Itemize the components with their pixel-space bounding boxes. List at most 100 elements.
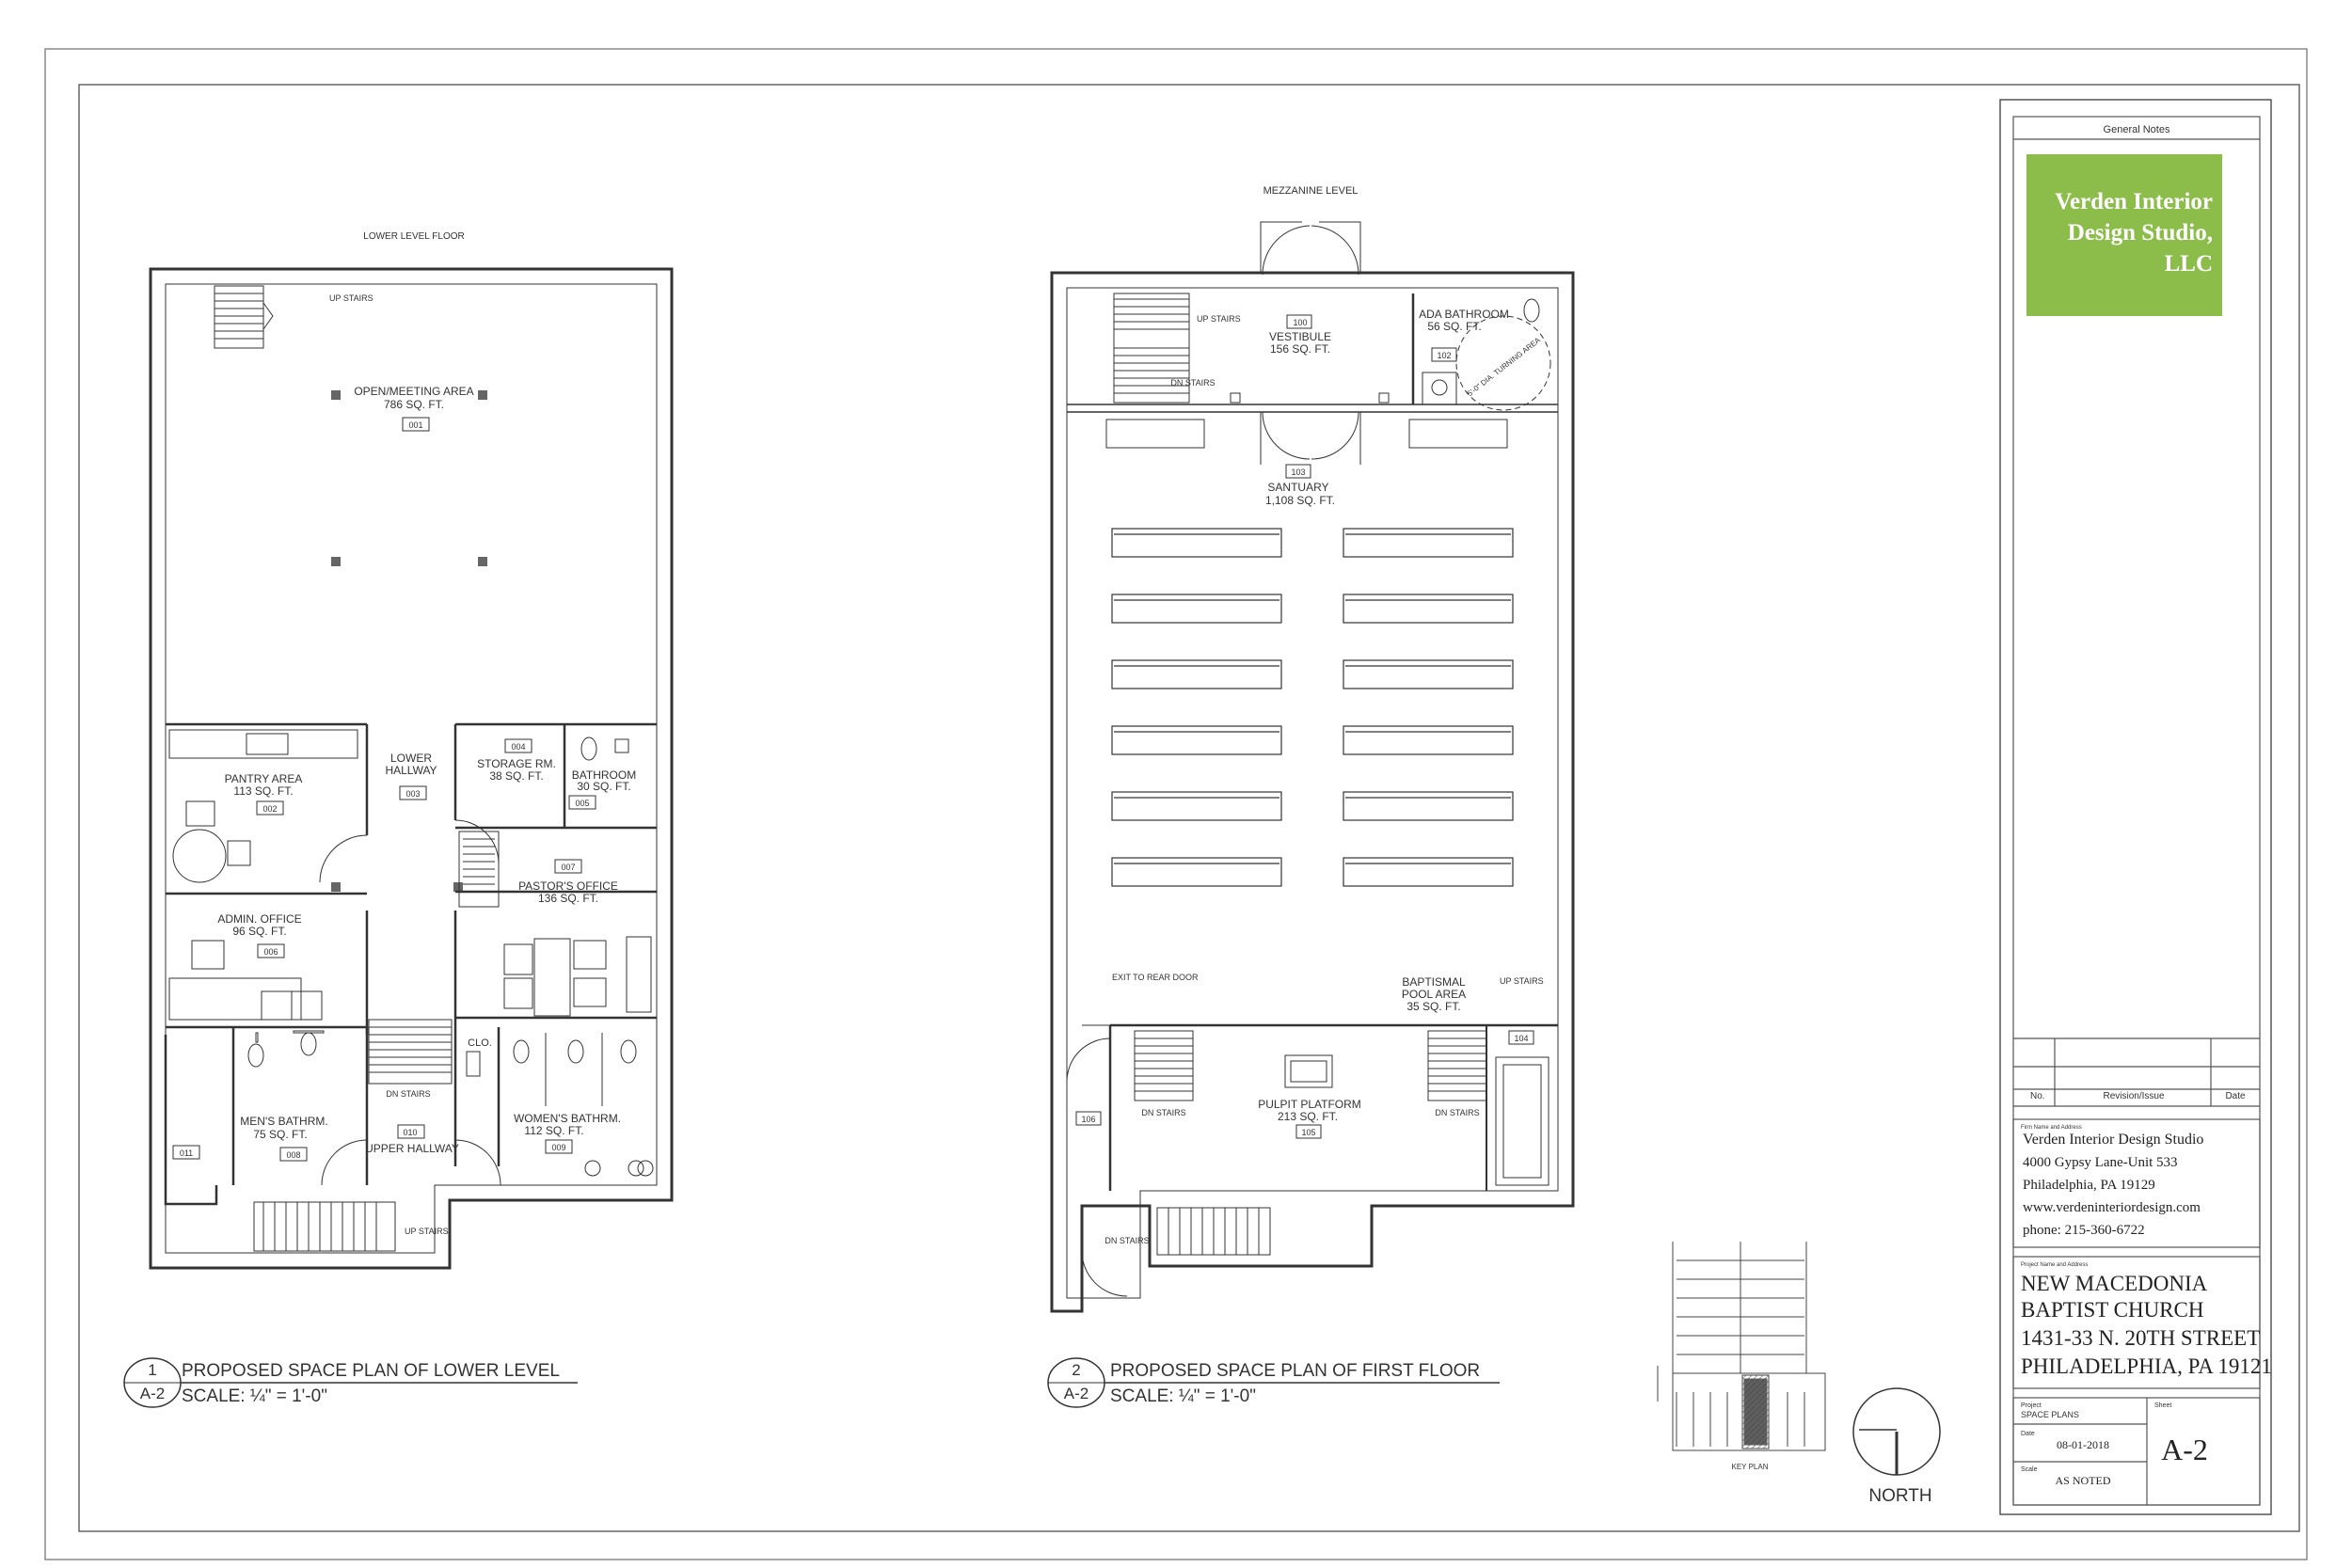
svg-text:213 SQ. FT.: 213 SQ. FT. <box>1278 1110 1338 1123</box>
svg-text:006: 006 <box>263 947 278 957</box>
sheet-scale: AS NOTED <box>2056 1474 2111 1487</box>
svg-text:30 SQ. FT.: 30 SQ. FT. <box>577 780 630 793</box>
svg-text:A-2: A-2 <box>140 1385 165 1402</box>
svg-text:136 SQ. FT.: 136 SQ. FT. <box>538 892 598 905</box>
lower-columns <box>331 390 487 892</box>
svg-text:113 SQ. FT.: 113 SQ. FT. <box>233 784 293 798</box>
project-name: NEW MACEDONIA <box>2021 1272 2208 1295</box>
svg-text:A-2: A-2 <box>1064 1385 1089 1402</box>
svg-text:010: 010 <box>403 1128 417 1137</box>
plan1-scale: SCALE: ¼" = 1'-0" <box>182 1386 327 1406</box>
plan1-header: LOWER LEVEL FLOOR <box>363 231 464 242</box>
svg-text:UP STAIRS: UP STAIRS <box>1197 314 1241 324</box>
svg-text:4000 Gypsy Lane-Unit 533: 4000 Gypsy Lane-Unit 533 <box>2023 1155 2178 1170</box>
svg-text:001: 001 <box>408 420 422 430</box>
svg-text:005: 005 <box>575 799 589 808</box>
room-baptismal: BAPTISMAL <box>1402 975 1466 989</box>
project-type: SPACE PLANS <box>2021 1410 2079 1419</box>
svg-text:56 SQ. FT.: 56 SQ. FT. <box>1427 320 1481 333</box>
svg-text:HALLWAY: HALLWAY <box>385 764 437 777</box>
first-floor-room-tags <box>1075 314 1534 1139</box>
room-011-tag: 011 <box>180 1148 193 1158</box>
rev-issue-label: Revision/Issue <box>2103 1091 2164 1101</box>
svg-text:Project Name and Address: Project Name and Address <box>2021 1262 2088 1268</box>
svg-text:105: 105 <box>1301 1128 1315 1137</box>
pulpit-stairs-left <box>1134 1030 1194 1101</box>
room-mens-bathroom: MEN'S BATHRM. <box>240 1115 327 1128</box>
svg-text:1,108 SQ. FT.: 1,108 SQ. FT. <box>1265 494 1335 507</box>
general-notes-label: General Notes <box>2104 124 2170 135</box>
room-pastors-office: PASTOR'S OFFICE <box>518 879 618 893</box>
room-storage: STORAGE RM. <box>477 757 556 770</box>
first-floor-labels: 100 VESTIBULE 156 SQ. FT. ADA BATHROOM 5… <box>1081 308 1543 1245</box>
svg-text:156 SQ. FT.: 156 SQ. FT. <box>1270 342 1330 356</box>
lower-top-stairs <box>214 285 274 349</box>
firm-name: Verden Interior Design Studio <box>2023 1132 2203 1148</box>
room-vestibule: VESTIBULE <box>1269 330 1331 343</box>
svg-text:103: 103 <box>1291 467 1305 477</box>
svg-text:009: 009 <box>551 1143 565 1152</box>
room-open-meeting: OPEN/MEETING AREA <box>354 385 473 398</box>
svg-text:1: 1 <box>148 1361 156 1379</box>
svg-text:DN STAIRS: DN STAIRS <box>386 1089 430 1099</box>
north-arrow: NORTH <box>1852 1387 1941 1506</box>
sheet-date: 08-01-2018 <box>2057 1438 2109 1451</box>
first-floor-plan: MEZZANINE LEVEL <box>1050 185 1575 1313</box>
lower-room-tags <box>172 417 596 1162</box>
key-plan-label: KEY PLAN <box>1732 1463 1769 1471</box>
svg-text:008: 008 <box>286 1150 300 1160</box>
pantry-fixtures <box>168 729 358 883</box>
plan1-title: PROPOSED SPACE PLAN OF LOWER LEVEL <box>182 1361 560 1381</box>
room-lower-hallway: LOWER <box>390 752 432 765</box>
title-block-text: General Notes No. Revision/Issue Date Fi… <box>2021 124 2272 1487</box>
svg-text:786 SQ. FT.: 786 SQ. FT. <box>384 398 444 411</box>
svg-text:102: 102 <box>1437 351 1451 360</box>
plan2-scale: SCALE: ¼" = 1'-0" <box>1110 1386 1256 1406</box>
svg-text:DN STAIRS: DN STAIRS <box>1141 1108 1185 1117</box>
svg-text:75 SQ. FT.: 75 SQ. FT. <box>253 1128 307 1141</box>
rev-no-label: No. <box>2030 1091 2045 1101</box>
lower-center-stairs <box>368 1019 453 1085</box>
pulpit-stairs-right <box>1427 1030 1487 1101</box>
svg-text:Philadelphia, PA 19129: Philadelphia, PA 19129 <box>2023 1178 2155 1193</box>
north-label: NORTH <box>1868 1486 1931 1506</box>
inner-border <box>78 84 2300 1532</box>
room-bathroom: BATHROOM <box>572 768 636 782</box>
plan2-header: MEZZANINE LEVEL <box>1263 185 1359 197</box>
svg-text:96 SQ. FT.: 96 SQ. FT. <box>232 925 286 938</box>
admin-furniture <box>168 940 323 1021</box>
room-106-tag: 106 <box>1081 1115 1095 1124</box>
lower-bath-fixtures <box>247 736 654 1177</box>
outer-border <box>44 48 2308 1560</box>
svg-text:UP STAIRS: UP STAIRS <box>1500 976 1544 986</box>
room-upper-hallway: UPPER HALLWAY <box>365 1142 459 1155</box>
turning-area-label: 5'-0" DIA. TURNING AREA <box>1466 336 1543 398</box>
sheet-number: A-2 <box>2161 1433 2208 1466</box>
closet-label: CLO. <box>468 1037 492 1049</box>
room-ada-bathroom: ADA BATHROOM <box>1419 308 1509 321</box>
svg-text:POOL AREA: POOL AREA <box>1402 988 1466 1001</box>
svg-text:DN STAIRS: DN STAIRS <box>1104 1236 1149 1245</box>
svg-text:DN STAIRS: DN STAIRS <box>1435 1108 1479 1117</box>
svg-text:DN STAIRS: DN STAIRS <box>1170 378 1215 388</box>
mezz-stairs <box>1113 293 1190 404</box>
svg-text:2: 2 <box>1072 1361 1080 1379</box>
pastor-furniture <box>458 831 652 1017</box>
svg-text:Date: Date <box>2021 1431 2035 1437</box>
svg-text:004: 004 <box>511 742 525 752</box>
studio-logo: Verden Interior Design Studio, LLC <box>2026 154 2222 316</box>
svg-text:007: 007 <box>561 863 575 872</box>
svg-text:003: 003 <box>405 789 420 799</box>
svg-text:112 SQ. FT.: 112 SQ. FT. <box>524 1124 583 1137</box>
room-womens-bathroom: WOMEN'S BATHRM. <box>514 1112 621 1125</box>
room-admin-office: ADMIN. OFFICE <box>217 912 301 926</box>
svg-text:Firm Name and Address: Firm Name and Address <box>2021 1125 2082 1131</box>
svg-text:100: 100 <box>1293 318 1307 327</box>
first-floor-bottom-stairs <box>1156 1207 1271 1256</box>
svg-text:phone: 215-360-6722: phone: 215-360-6722 <box>2023 1223 2145 1238</box>
rev-date-label: Date <box>2225 1091 2246 1101</box>
room-pantry: PANTRY AREA <box>225 772 303 785</box>
svg-text:38 SQ. FT.: 38 SQ. FT. <box>489 769 543 783</box>
svg-text:www.verdeninteriordesign.com: www.verdeninteriordesign.com <box>2023 1200 2201 1215</box>
